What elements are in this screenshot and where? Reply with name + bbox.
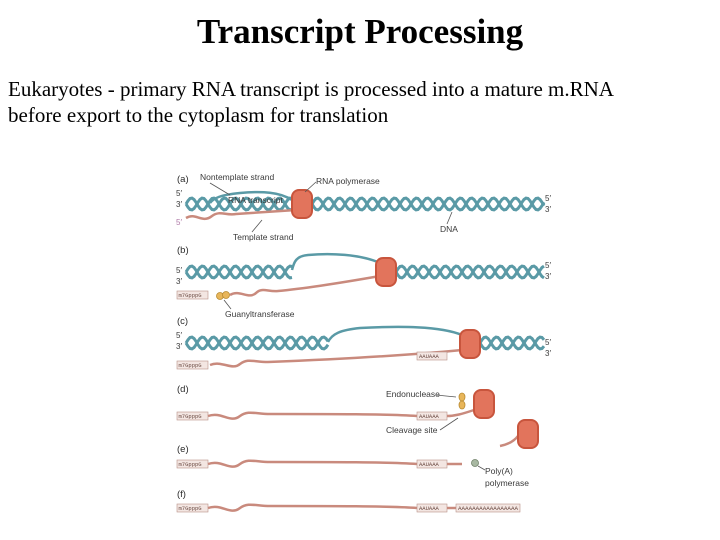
rna-transcript — [229, 274, 381, 297]
dna-3prime-end-a: 3′ — [176, 200, 182, 209]
poly-a-label: Poly(A) — [485, 466, 513, 476]
polyadenylation-signal: AAUAAA — [419, 461, 440, 468]
panel-label-d: (d) — [177, 384, 189, 395]
cap-label: m7GpppG — [179, 292, 202, 299]
leader-line — [435, 394, 457, 398]
leader-line — [209, 182, 231, 196]
dna-strand — [184, 264, 293, 280]
polyadenylation-signal: AAUAAA — [419, 505, 440, 512]
dna-helix-left-b — [184, 264, 293, 280]
cleaved-rna-fragment — [499, 435, 519, 448]
transcription-bubble — [326, 325, 463, 343]
rna-transcript-label: RNA transcript — [228, 195, 283, 205]
rna-polymerase — [517, 419, 539, 449]
intro-text: Eukaryotes - primary RNA transcript is p… — [8, 76, 708, 128]
dna-strand — [394, 264, 545, 280]
rna-transcript — [207, 411, 418, 420]
dna-3prime-right-a: 3′ — [545, 205, 551, 214]
endonuclease-enzyme — [458, 392, 466, 402]
intro-line-1: Eukaryotes - primary RNA transcript is p… — [8, 77, 614, 101]
dna-3prime-right-b: 3′ — [545, 272, 551, 281]
transcription-bubble — [290, 252, 381, 271]
dna-helix-left-a — [184, 196, 293, 212]
leader-line — [223, 299, 232, 310]
leader-line — [251, 219, 263, 233]
dna-strand — [310, 196, 546, 212]
dna-3prime-end-b: 3′ — [176, 277, 182, 286]
dna-label: DNA — [440, 224, 458, 234]
polyadenylation-signal: AAUAAA — [419, 413, 440, 420]
panel-label-a: (a) — [177, 174, 189, 185]
cap-label: m7GpppG — [179, 505, 202, 512]
rna-transcript — [207, 459, 418, 468]
mature-mrna — [207, 503, 418, 512]
endonuclease-label: Endonuclease — [386, 389, 440, 399]
dna-3prime-end-c: 3′ — [176, 342, 182, 351]
panel-f: m7GpppG AAUAAA AAAAAAAAAAAAAAAAA — [176, 503, 521, 513]
cap-label: m7GpppG — [179, 461, 202, 468]
leader-line — [477, 465, 486, 471]
nontemplate-strand-label: Nontemplate strand — [200, 172, 274, 182]
guanyltransferase-enzyme — [222, 291, 230, 299]
cap-label: m7GpppG — [179, 413, 202, 420]
panel-label-e: (e) — [177, 444, 189, 455]
rna-transcript — [209, 348, 463, 368]
cap-label: m7GpppG — [179, 362, 202, 369]
rna-5prime-end-a: 5′ — [176, 218, 182, 227]
dna-5prime-right-c: 5′ — [545, 338, 551, 347]
cleavage-site-label: Cleavage site — [386, 425, 438, 435]
panel-d: m7GpppG AAUAAA Endonuclease Cleavage sit… — [176, 389, 495, 435]
dna-helix-left-c — [184, 335, 330, 351]
poly-a-polymerase-enzyme — [471, 459, 479, 467]
dna-strand — [310, 196, 546, 212]
intro-line-2: before export to the cytoplasm for trans… — [8, 103, 389, 127]
dna-strand — [184, 196, 293, 212]
panel-e: m7GpppG AAUAAA Poly(A) polymerase — [176, 419, 539, 488]
rna-polymerase — [459, 329, 481, 359]
panel-label-c: (c) — [177, 316, 188, 327]
leader-line — [439, 417, 459, 431]
dna-helix-right-c — [478, 335, 546, 351]
panel-a: 5′ 3′ 5′ Nontemplate strand RNA polymera… — [176, 172, 551, 242]
polyadenylation-signal-box — [416, 351, 448, 361]
cap-box — [176, 290, 209, 300]
dna-strand — [184, 335, 330, 351]
dna-strand — [394, 264, 545, 280]
panel-c: 5′ 3′ m7GpppG AAUAAA 5′ 3′ — [176, 325, 551, 370]
polymerase-label: polymerase — [485, 478, 529, 488]
rna-transcript — [446, 408, 475, 418]
dna-helix-right-b — [394, 264, 545, 280]
dna-3prime-right-c: 3′ — [545, 349, 551, 358]
cap-box — [176, 360, 209, 370]
dna-helix-right-a — [310, 196, 546, 212]
guanyltransferase-label: Guanyltransferase — [225, 309, 295, 319]
rna-polymerase-label: RNA polymerase — [316, 176, 380, 186]
template-strand-label: Template strand — [233, 232, 294, 242]
transcription-bubble — [209, 190, 293, 204]
panel-label-f: (f) — [177, 489, 186, 500]
panel-label-b: (b) — [177, 245, 189, 256]
rna-transcript — [185, 208, 297, 221]
poly-a-tail-box — [455, 503, 521, 513]
leader-line — [446, 211, 453, 225]
dna-strand — [184, 335, 330, 351]
panel-b: 5′ 3′ m7GpppG Guanyltransferase 5′ 3′ — [176, 252, 551, 319]
polyadenylation-signal: AAUAAA — [419, 353, 440, 360]
endonuclease-enzyme — [458, 400, 466, 410]
dna-5prime-right-a: 5′ — [545, 194, 551, 203]
rna-polymerase — [473, 389, 495, 419]
leader-line — [304, 181, 317, 193]
page-title: Transcript Processing — [196, 12, 524, 51]
rna-polymerase — [375, 257, 397, 287]
dna-5prime-end-b: 5′ — [176, 266, 182, 275]
dna-strand — [478, 335, 546, 351]
poly-a-tail: AAAAAAAAAAAAAAAAA — [458, 505, 519, 512]
rna-polymerase — [291, 189, 313, 219]
dna-5prime-end-c: 5′ — [176, 331, 182, 340]
dna-5prime-right-b: 5′ — [545, 261, 551, 270]
dna-5prime-end-a: 5′ — [176, 189, 182, 198]
